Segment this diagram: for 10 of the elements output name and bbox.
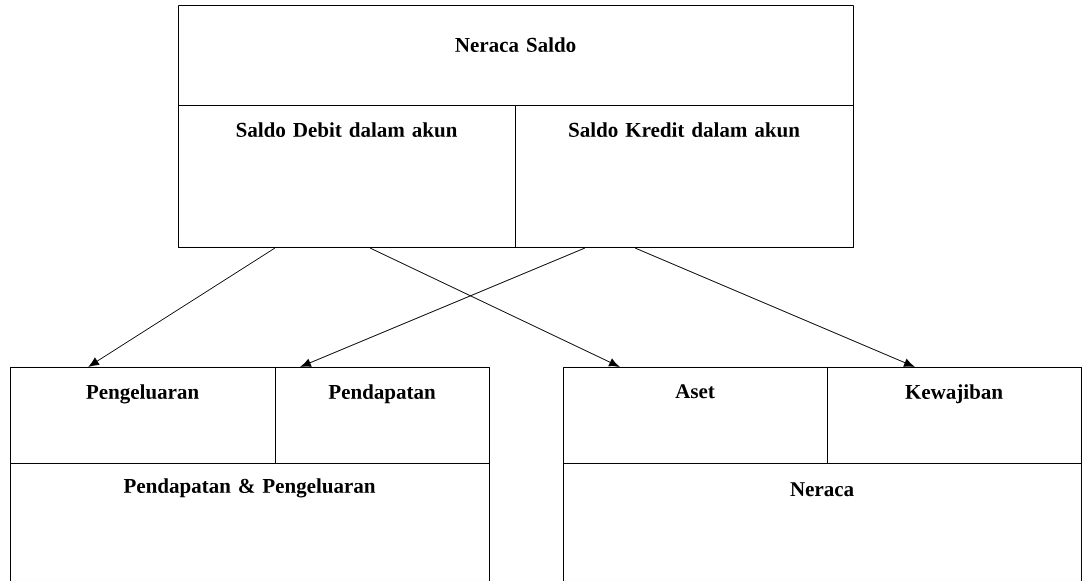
table-cell: Saldo Debit dalam akun [178, 105, 516, 248]
arrow [634, 247, 914, 367]
arrow [301, 247, 586, 367]
table-cell: Kewajiban [827, 367, 1082, 464]
table-cell: Pengeluaran [10, 367, 276, 464]
arrow [369, 247, 619, 367]
table-cell: Aset [563, 367, 828, 464]
table-cell: Saldo Kredit dalam akun [515, 105, 854, 248]
arrow [89, 247, 276, 367]
table-cell: Pendapatan [275, 367, 490, 464]
